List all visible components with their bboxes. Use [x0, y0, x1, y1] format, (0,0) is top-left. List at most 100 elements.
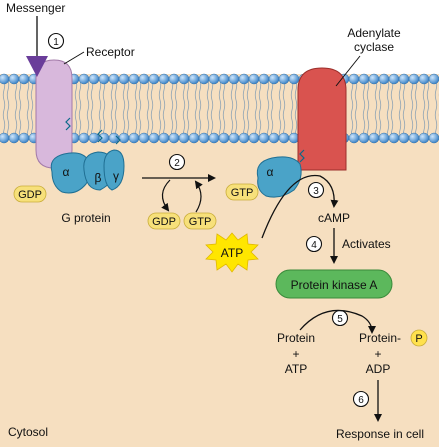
lipid-head [188, 132, 200, 144]
beta-label: β [95, 171, 102, 185]
plus-left: + [292, 347, 299, 361]
step-3-marker: 3 [307, 181, 325, 199]
lipid-head [208, 73, 220, 85]
cytosol-label: Cytosol [8, 425, 48, 439]
lipid-head [278, 132, 290, 144]
lipid-head [148, 132, 160, 144]
lipid-head [428, 132, 439, 144]
protein-p-label: Protein- [359, 331, 401, 345]
lipid-head [118, 73, 130, 85]
gdp-label-middle: GDP [152, 216, 176, 228]
extracellular-space [0, 0, 439, 74]
adenylate-cyclase-pointer [335, 55, 361, 87]
lipid-head [258, 73, 270, 85]
svg-text:3: 3 [313, 186, 319, 197]
lipid-head [158, 73, 170, 85]
svg-text:1: 1 [53, 37, 59, 48]
adenylate-cyclase-label-line2: cyclase [354, 40, 394, 54]
g-protein-label: G protein [61, 211, 110, 225]
lipid-head [78, 132, 90, 144]
plus-right: + [374, 347, 381, 361]
lipid-head [78, 73, 90, 85]
lipid-head [388, 132, 400, 144]
lipid-head [418, 132, 430, 144]
atp-label-bottom: ATP [285, 362, 307, 376]
adenylate-cyclase-protein [297, 67, 347, 171]
lipid-head [128, 73, 140, 85]
gtp-binding-arrow [194, 180, 203, 213]
lipid-head [408, 132, 420, 144]
lipid-head [148, 73, 160, 85]
lipid-head [18, 73, 30, 85]
lipid-head [168, 132, 180, 144]
gdp-pill-middle [147, 212, 181, 230]
receptor-link-squiggle [65, 117, 71, 131]
step-1-marker: 1 [47, 32, 65, 50]
atp-starburst [205, 232, 259, 273]
lipid-head [378, 73, 390, 85]
lipid-head [218, 132, 230, 144]
atp-label-star: ATP [221, 246, 243, 260]
lipid-head [368, 73, 380, 85]
protein-kinase-a-label: Protein kinase A [291, 278, 378, 292]
lipid-head [238, 73, 250, 85]
lipid-head [238, 132, 250, 144]
lipid-head [248, 73, 260, 85]
camp-label: cAMP [318, 211, 350, 225]
lipid-head [98, 73, 110, 85]
lipid-head [348, 73, 360, 85]
step-4-marker: 4 [305, 235, 323, 253]
gdp-label-left: GDP [18, 189, 42, 201]
lipid-head [278, 73, 290, 85]
step-5-marker: 5 [331, 309, 349, 327]
lipid-head [8, 132, 20, 144]
membrane-lipid-tails [0, 78, 439, 138]
lipid-head [88, 73, 100, 85]
alpha-label-right: α [267, 165, 274, 179]
lipid-head [208, 132, 220, 144]
svg-text:2: 2 [174, 158, 180, 169]
phosphorylation-arrow [299, 309, 376, 334]
atp-to-camp-arrow [261, 174, 339, 239]
lipid-head [158, 132, 170, 144]
g-protein-complex: α β γ [50, 129, 125, 194]
lipid-head [0, 73, 10, 85]
lipid-head [178, 132, 190, 144]
lipid-head [138, 73, 150, 85]
gdp-release-arrow [161, 179, 171, 212]
lipid-head [398, 73, 410, 85]
g-protein-gamma-subunit [103, 149, 125, 191]
lipid-head [98, 132, 110, 144]
step-2-marker: 2 [168, 153, 186, 171]
lipid-head [348, 132, 360, 144]
lipid-head [218, 73, 230, 85]
lipid-head [198, 132, 210, 144]
lipid-head [418, 73, 430, 85]
lipid-head [188, 73, 200, 85]
lipid-head [168, 73, 180, 85]
gtp-pill-right [225, 183, 259, 201]
lipid-head [268, 73, 280, 85]
response-label: Response in cell [336, 427, 424, 441]
lipid-head [0, 132, 10, 144]
lipid-head [288, 73, 300, 85]
adp-label: ADP [366, 362, 391, 376]
lipid-head [198, 73, 210, 85]
lipid-head [178, 73, 190, 85]
messenger-label: Messenger [6, 1, 65, 15]
svg-text:6: 6 [358, 395, 364, 406]
gdp-pill-left [13, 185, 47, 203]
receptor-label: Receptor [86, 45, 135, 59]
lipid-head [388, 73, 400, 85]
lipid-head [378, 132, 390, 144]
svg-text:5: 5 [337, 314, 343, 325]
lipid-head [428, 73, 439, 85]
lipid-head [118, 132, 130, 144]
alpha-label-left: α [63, 165, 70, 179]
lipid-head [8, 73, 20, 85]
lipid-head [408, 73, 420, 85]
messenger-molecule [26, 56, 48, 77]
phosphate-circle [410, 329, 428, 347]
